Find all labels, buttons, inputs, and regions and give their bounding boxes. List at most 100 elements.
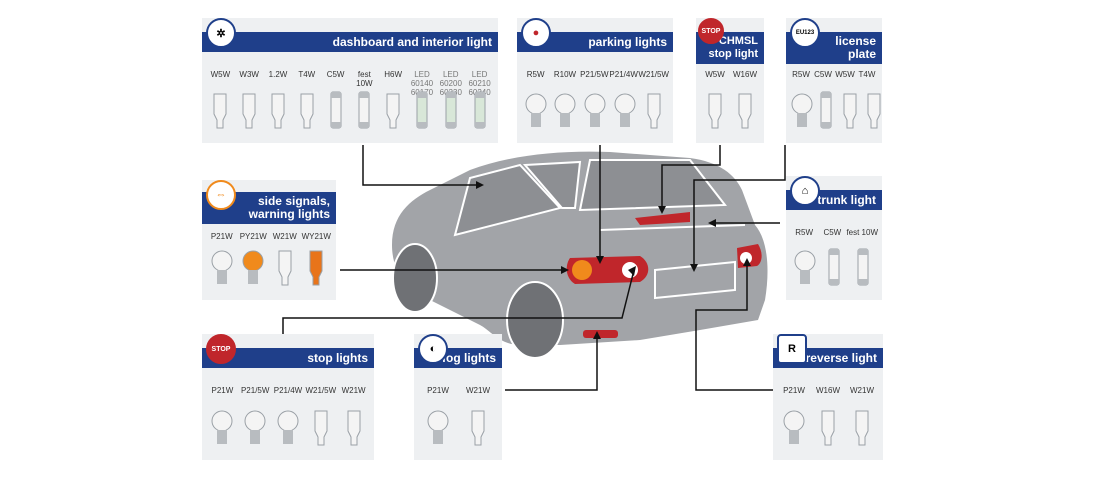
panel-trunk-bulbs: [786, 247, 882, 292]
bulb-label: P21W: [783, 386, 805, 395]
bulb-label: W21W: [341, 386, 366, 395]
panel-dashboard-bulbs: [202, 90, 498, 135]
bulb-image: [266, 90, 290, 135]
bulb-image: [273, 247, 297, 292]
bulb-image: [210, 407, 234, 452]
bulb-label: R10W: [553, 70, 577, 79]
bulb-image: [439, 90, 463, 135]
bulb-label: W16W: [816, 386, 840, 395]
connector-lines: [282, 145, 786, 391]
rear-wheel: [506, 281, 564, 359]
bulb-label: C5W: [814, 70, 832, 79]
side-window: [453, 163, 562, 237]
bulb-label: fest 10W: [356, 70, 373, 88]
panel-side: side signals, warning lights ⇔ P21W PY21W…: [202, 180, 336, 300]
bulb-label: W16W: [733, 70, 757, 79]
bulb-label: W5W: [835, 70, 855, 79]
panel-chmsl-labels: W5W W16W: [696, 70, 764, 79]
bulb-image: [642, 90, 666, 135]
rear-window: [578, 159, 727, 212]
dashboard-light-icon: ✲: [206, 18, 236, 48]
bulb-label: P21/5W: [580, 70, 609, 79]
bulb-label: H6W: [384, 70, 403, 79]
bulb-image: [793, 247, 817, 292]
stop-sign-icon: STOP: [206, 334, 236, 364]
panel-reverse-bulbs: [773, 407, 883, 452]
bulb-label: T4W: [298, 70, 316, 79]
turn-signal-icon: ⇔: [206, 180, 236, 210]
bulb-image: [426, 407, 450, 452]
bulb-label: WY21W: [301, 232, 331, 241]
panel-parking-bulbs: [517, 90, 673, 135]
bulb-label: W5W: [705, 70, 725, 79]
panel-fog-labels: P21W W21W: [414, 386, 502, 395]
bulb-image: [381, 90, 405, 135]
bulb-image: [790, 90, 814, 135]
bulb-image: [733, 90, 757, 135]
panel-dashboard-title: dashboard and interior light: [202, 32, 498, 52]
bulb-image: [553, 90, 577, 135]
bulb-image: [816, 407, 840, 452]
bulb-image: [468, 90, 492, 135]
stop-sign-icon: STOP: [698, 18, 724, 44]
panel-license-bulbs: [786, 90, 882, 135]
bulb-image: [838, 90, 862, 135]
bulb-image: [524, 90, 548, 135]
bulb-image: [210, 247, 234, 292]
bulb-label: R5W: [526, 70, 545, 79]
bulb-image: [466, 407, 490, 452]
bulb-label: C5W: [823, 228, 842, 237]
bulb-image: [208, 90, 232, 135]
bulb-image: [613, 90, 637, 135]
license-plate-area: [654, 260, 736, 300]
bulb-image: [782, 407, 806, 452]
reverse-light-icon: R: [777, 334, 807, 364]
bulb-label: R5W: [792, 70, 810, 79]
bulb-image: [309, 407, 333, 452]
bulb-label: fest 10W: [846, 228, 879, 237]
bulb-label: W21/5W: [638, 70, 669, 79]
bulb-label: R5W: [795, 228, 813, 237]
bulb-label: 1.2W: [268, 70, 288, 79]
bulb-label: P21W: [427, 386, 449, 395]
bulb-image: [862, 90, 886, 135]
parking-light-icon: ●: [521, 18, 551, 48]
bulb-image: [241, 247, 265, 292]
bulb-label: P21/4W: [609, 70, 638, 79]
bulb-label: W5W: [210, 70, 231, 79]
bulb-label: C5W: [326, 70, 345, 79]
bulb-label: T4W: [858, 70, 876, 79]
bulb-label: P21W: [210, 232, 233, 241]
bulb-label: W21W: [272, 232, 297, 241]
bulb-image: [237, 90, 261, 135]
bulb-image: [324, 90, 348, 135]
trunk-icon: ⌂: [790, 176, 820, 206]
bulb-image: [814, 90, 838, 135]
bulb-image: [304, 247, 328, 292]
panel-stop-title: stop lights: [202, 348, 374, 368]
bulb-image: [243, 407, 267, 452]
panel-chmsl-bulbs: [696, 90, 764, 135]
bulb-label: PY21W: [239, 232, 267, 241]
bulb-image: [352, 90, 376, 135]
fog-light-icon: ◐: [418, 334, 448, 364]
bulb-image: [851, 247, 875, 292]
front-wheel: [392, 243, 438, 313]
chmsl-light: [635, 212, 690, 225]
bulb-image: [295, 90, 319, 135]
bulb-label: W21W: [466, 386, 490, 395]
panel-side-title: side signals, warning lights: [202, 192, 336, 224]
fog-light: [583, 330, 618, 338]
panel-fog-bulbs: [414, 407, 502, 452]
bulb-image: [276, 407, 300, 452]
panel-trunk-labels: R5W C5W fest 10W: [786, 228, 882, 237]
